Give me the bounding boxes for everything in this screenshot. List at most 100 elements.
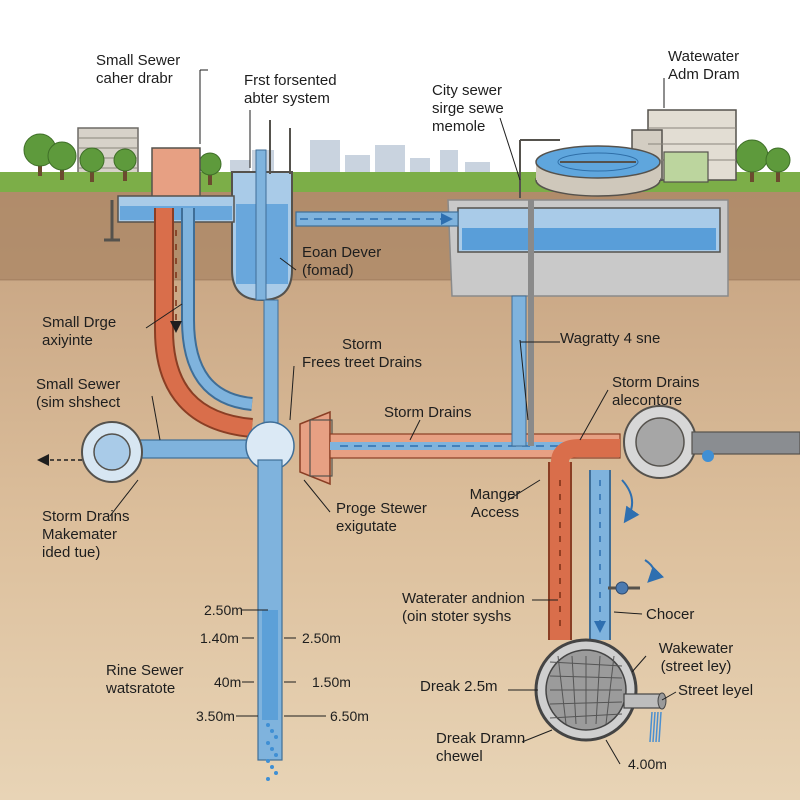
label-leader	[289, 365, 295, 421]
measure-4-00: 4.00m	[628, 756, 667, 772]
measure-2-50-a: 2.50m	[204, 602, 243, 618]
label-leader	[151, 395, 161, 441]
measure-2-50-b: 2.50m	[302, 630, 341, 646]
label-street-level: Street leyel	[678, 682, 754, 699]
label-proge-stewer: Proge Stewer exigutate	[336, 500, 427, 535]
grate-line	[605, 655, 615, 725]
water-drop	[270, 747, 274, 751]
basin-water	[462, 228, 716, 250]
clarifier-ring	[557, 152, 639, 172]
label-rine-sewer: Rine Sewer watsratote	[106, 662, 184, 697]
measure-1-40: 1.40m	[200, 630, 239, 646]
storm-core-right	[330, 442, 620, 450]
label-eoan-dever: Eoan Dever (fomad)	[302, 244, 382, 279]
storm-funnel	[299, 410, 331, 486]
label-leader	[499, 117, 521, 181]
tree-trunk	[123, 167, 127, 181]
tree	[765, 147, 791, 173]
label-storm-drains-mid: Storm Drains	[384, 404, 472, 421]
tree-trunk	[776, 168, 780, 182]
outlet-stream	[658, 711, 662, 743]
tree-trunk	[90, 168, 94, 182]
label-small-drge: Small Drge axiyinte	[42, 314, 117, 349]
swirl-arrow	[644, 559, 665, 583]
street-level-outlet	[623, 693, 663, 709]
grate-line	[549, 701, 623, 705]
tree	[198, 152, 222, 176]
solar-panel-roof	[663, 151, 709, 183]
label-leader	[605, 739, 621, 765]
label-leader	[613, 611, 643, 615]
outlet-mouth	[657, 692, 667, 710]
grate-line	[549, 713, 623, 719]
tree	[113, 148, 137, 172]
label-dreak-2-5: Dreak 2.5m	[420, 678, 498, 695]
water-drop	[270, 765, 274, 769]
label-city-sewer: City sewer sirge sewe memole	[432, 82, 504, 135]
outlet-stream	[649, 711, 653, 743]
rine-sewer-water	[262, 610, 278, 720]
tank-inlet-pipe	[255, 149, 267, 301]
water-drop	[274, 753, 278, 757]
label-dreak-dramn: Dreak Dramn chewel	[436, 730, 526, 765]
label-chocer: Chocer	[646, 606, 695, 623]
label-small-sewer-top: Small Sewer caher drabr	[96, 52, 181, 87]
measure-40: 40m	[214, 674, 242, 690]
sewer-pipe-main	[156, 208, 253, 436]
water-drop	[266, 741, 270, 745]
grate-line	[595, 655, 601, 725]
outfall-pipe	[691, 431, 800, 455]
label-leader	[303, 479, 331, 513]
pipe-elbow	[551, 439, 620, 463]
tree-trunk	[750, 168, 754, 182]
measure-3-50: 3.50m	[196, 708, 235, 724]
small-sewer-water	[120, 206, 232, 220]
label-leader	[109, 479, 139, 517]
label-manger-access: Manger Access	[469, 486, 521, 521]
tree-trunk	[38, 162, 42, 176]
label-leader	[519, 339, 529, 421]
water-drop	[274, 735, 278, 739]
label-leader	[579, 389, 609, 441]
tree	[47, 141, 77, 171]
label-frst-forsented: Frst forsented abter system	[244, 72, 337, 107]
right-manhole-inner	[635, 417, 685, 467]
label-leader	[661, 691, 677, 701]
tree-trunk	[208, 171, 212, 185]
label-leader	[409, 419, 421, 441]
label-leader	[521, 729, 553, 743]
label-storm-drains-makemater: Storm Drains Makemater ided tue)	[42, 508, 130, 561]
label-small-sewer-left: Small Sewer (sim shshect	[36, 376, 121, 411]
tree-trunk	[60, 166, 64, 180]
basin-drop-pipe	[511, 295, 527, 447]
dosing-valve	[615, 581, 629, 595]
label-wakewater: Wakewater (street ley)	[658, 640, 734, 675]
water-drop	[266, 759, 270, 763]
label-wagratty: Wagratty 4 sne	[560, 330, 661, 347]
label-storm-drains-alecontore: Storm Drains alecontore	[612, 374, 700, 409]
water-drop	[266, 723, 270, 727]
label-leader	[631, 655, 647, 673]
water-drop	[266, 777, 270, 781]
basin-support	[528, 200, 534, 446]
outlet-stream	[655, 711, 659, 743]
clarifier-pipe-stack	[519, 139, 560, 198]
swirl-arrow	[621, 479, 640, 524]
label-leader	[145, 303, 183, 329]
label-leader	[507, 479, 541, 501]
water-drop	[270, 729, 274, 733]
label-watewater-adm: Watewater Adm Dram	[668, 48, 740, 83]
storm-pipe-left	[183, 208, 253, 409]
label-storm-free-drains: Storm Frees treet Drains	[301, 336, 423, 371]
outfall-drop	[702, 450, 714, 462]
measure-1-50: 1.50m	[312, 674, 351, 690]
tree	[735, 139, 769, 173]
left-manhole-inner	[93, 433, 131, 471]
outlet-stream	[652, 711, 656, 743]
label-leader	[279, 257, 297, 271]
valve-handle	[104, 200, 120, 242]
tree	[79, 147, 105, 173]
measure-6-50: 6.50m	[330, 708, 369, 724]
